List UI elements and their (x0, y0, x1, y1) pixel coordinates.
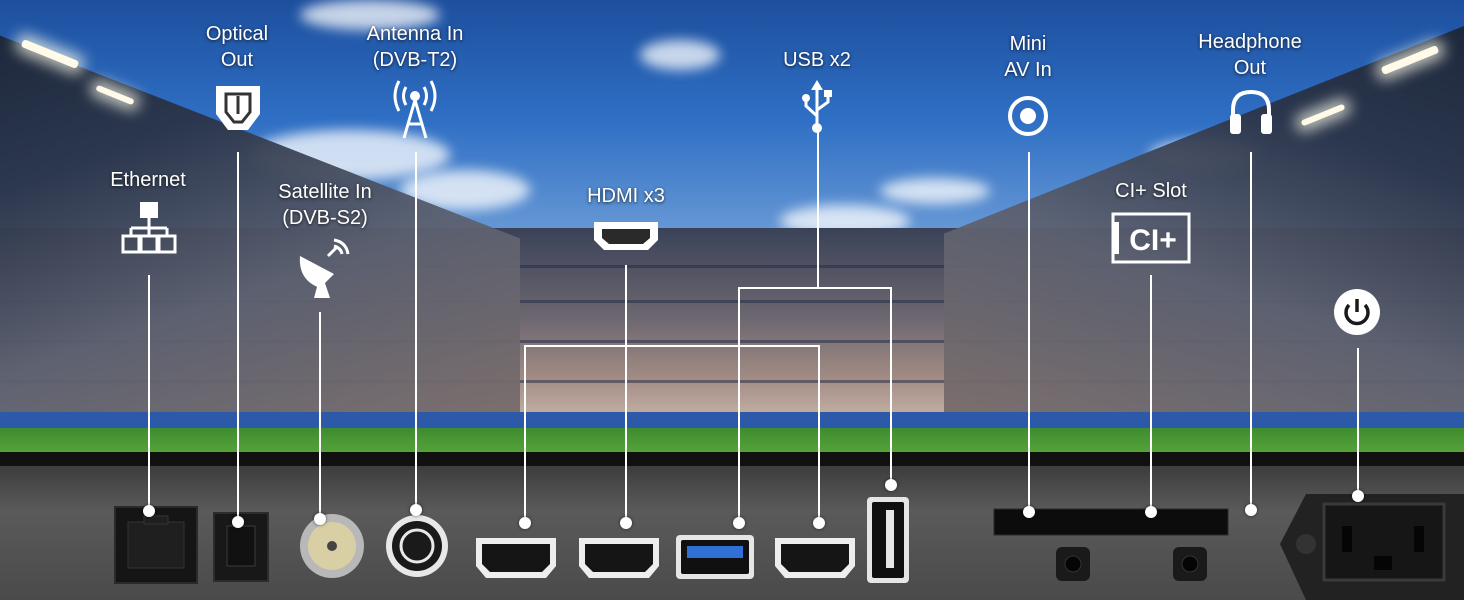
ci-plus-icon: CI+ (1111, 212, 1191, 264)
satellite-label: Satellite In (DVB-S2) (278, 179, 371, 231)
headphones-icon (1230, 89, 1272, 134)
connector-dot (314, 513, 326, 525)
power-leader-line (1357, 348, 1359, 496)
hdmi-branch-line (524, 345, 820, 347)
connector-dot (733, 517, 745, 529)
connector-dot (813, 517, 825, 529)
connector-dot (1352, 490, 1364, 502)
antenna-port (386, 515, 448, 577)
optical-label: Optical Out (206, 21, 268, 73)
hdmi-port-2 (579, 538, 659, 578)
headphone-leader-line (1250, 152, 1252, 510)
crowd-row (0, 265, 1464, 268)
connector-dot (410, 504, 422, 516)
usb-branch-drop-1 (738, 287, 740, 523)
ethernet-leader-line (148, 275, 150, 511)
hdmi-branch-drop-1 (524, 345, 526, 523)
satellite-port (300, 514, 364, 578)
ethernet-label: Ethernet (110, 167, 186, 193)
satellite-label-line2: (DVB-S2) (282, 207, 368, 229)
antenna-label-line1: Antenna In (366, 23, 464, 45)
optical-leader-line (237, 152, 239, 522)
mini-av-jack (1056, 547, 1090, 581)
ethernet-label-text: Ethernet (110, 169, 186, 191)
ci-slot-label-text: CI+ Slot (1115, 180, 1187, 202)
av-ring-icon (1008, 96, 1048, 136)
mini-av-label-line1: Mini (1009, 33, 1047, 55)
connector-dot (143, 505, 155, 517)
headphone-jack (1173, 547, 1207, 581)
ci-slot-leader-line (1150, 275, 1152, 512)
usb-port-blue (676, 535, 754, 579)
antenna-icon (393, 80, 437, 139)
satellite-dish-icon (299, 238, 350, 298)
network-icon (121, 202, 177, 254)
connector-dot (1245, 504, 1257, 516)
usb-label: USB x2 (783, 47, 851, 73)
optical-label-line1: Optical (205, 23, 269, 45)
mini-av-label: Mini AV In (1004, 31, 1051, 83)
connector-dot (885, 479, 897, 491)
connector-dot (519, 517, 531, 529)
power-icon (1334, 289, 1380, 335)
headphone-label: Headphone Out (1198, 29, 1301, 81)
advertising-board (0, 412, 1464, 428)
cloud (880, 178, 990, 204)
satellite-leader-line (319, 312, 321, 518)
mini-av-label-line2: AV In (1004, 59, 1052, 81)
usb-label-text: USB x2 (783, 49, 851, 71)
antenna-leader-line (415, 152, 417, 510)
connector-dot (1145, 506, 1157, 518)
hdmi-label: HDMI x3 (587, 183, 665, 209)
ethernet-port (114, 506, 198, 584)
optical-label-line2: Out (220, 49, 254, 71)
crowd-row (0, 380, 1464, 383)
connector-dot (232, 516, 244, 528)
optical-icon (216, 86, 260, 130)
hdmi-leader-line (625, 265, 627, 523)
usb-leader-line (817, 132, 819, 288)
satellite-label-line1: Satellite In (278, 181, 372, 203)
hdmi-port-3 (775, 538, 855, 578)
cloud (640, 40, 720, 70)
antenna-label-line2: (DVB-T2) (372, 49, 458, 71)
connector-dot (1023, 506, 1035, 518)
headphone-label-line1: Headphone (1198, 31, 1302, 53)
hdmi-branch-drop-3 (818, 345, 820, 523)
crowd-row (0, 300, 1464, 303)
headphone-label-line2: Out (1233, 57, 1267, 79)
usb-branch-drop-2 (890, 287, 892, 485)
antenna-label: Antenna In (DVB-T2) (367, 21, 464, 73)
hdmi-icon (594, 222, 658, 250)
panel-top-edge (0, 452, 1464, 466)
connector-dot (620, 517, 632, 529)
usb-branch-line (738, 287, 892, 289)
ci-plus-text: CI+ (1129, 224, 1177, 257)
crowd-row (0, 340, 1464, 343)
mini-av-leader-line (1028, 152, 1030, 512)
hdmi-port-1 (476, 538, 556, 578)
usb-icon (802, 80, 832, 133)
ci-slot-label: CI+ Slot (1115, 178, 1187, 204)
hdmi-label-text: HDMI x3 (587, 185, 665, 207)
cloud (300, 0, 440, 30)
usb-port-vertical (867, 497, 909, 583)
power-socket (1280, 494, 1464, 600)
